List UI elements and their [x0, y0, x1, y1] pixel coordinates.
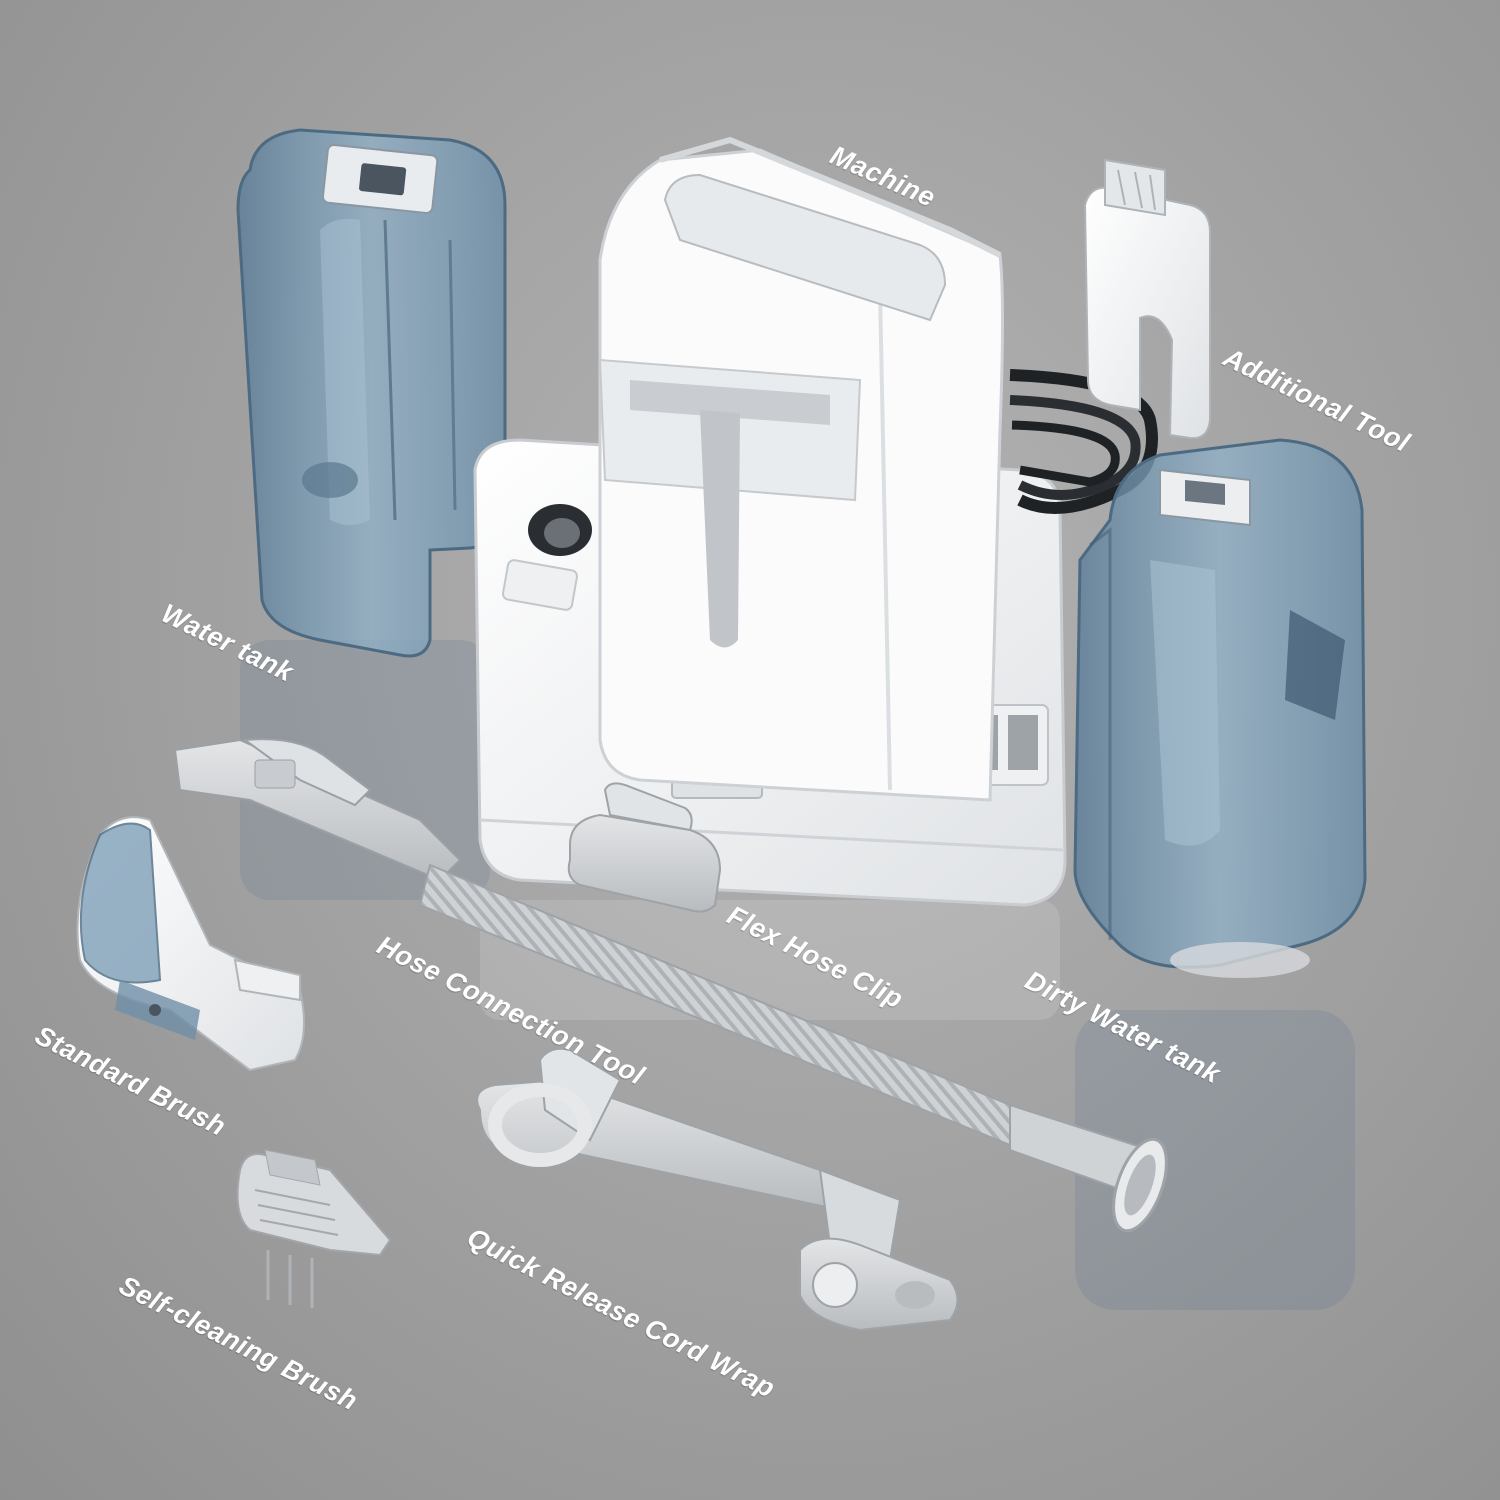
dirty-water-tank-part [1073, 438, 1367, 978]
flex-hose-clip-part [567, 782, 722, 913]
water-tank-part [236, 128, 507, 658]
cord-wrap-part [476, 1047, 959, 1332]
machine-part [473, 136, 1158, 907]
floor-reflections [240, 640, 1355, 1310]
standard-brush-part [76, 816, 305, 1072]
additional-tool-part [1083, 158, 1211, 440]
hose-connection-tool-part [173, 738, 1168, 1233]
self-cleaning-brush-part [236, 1149, 392, 1308]
